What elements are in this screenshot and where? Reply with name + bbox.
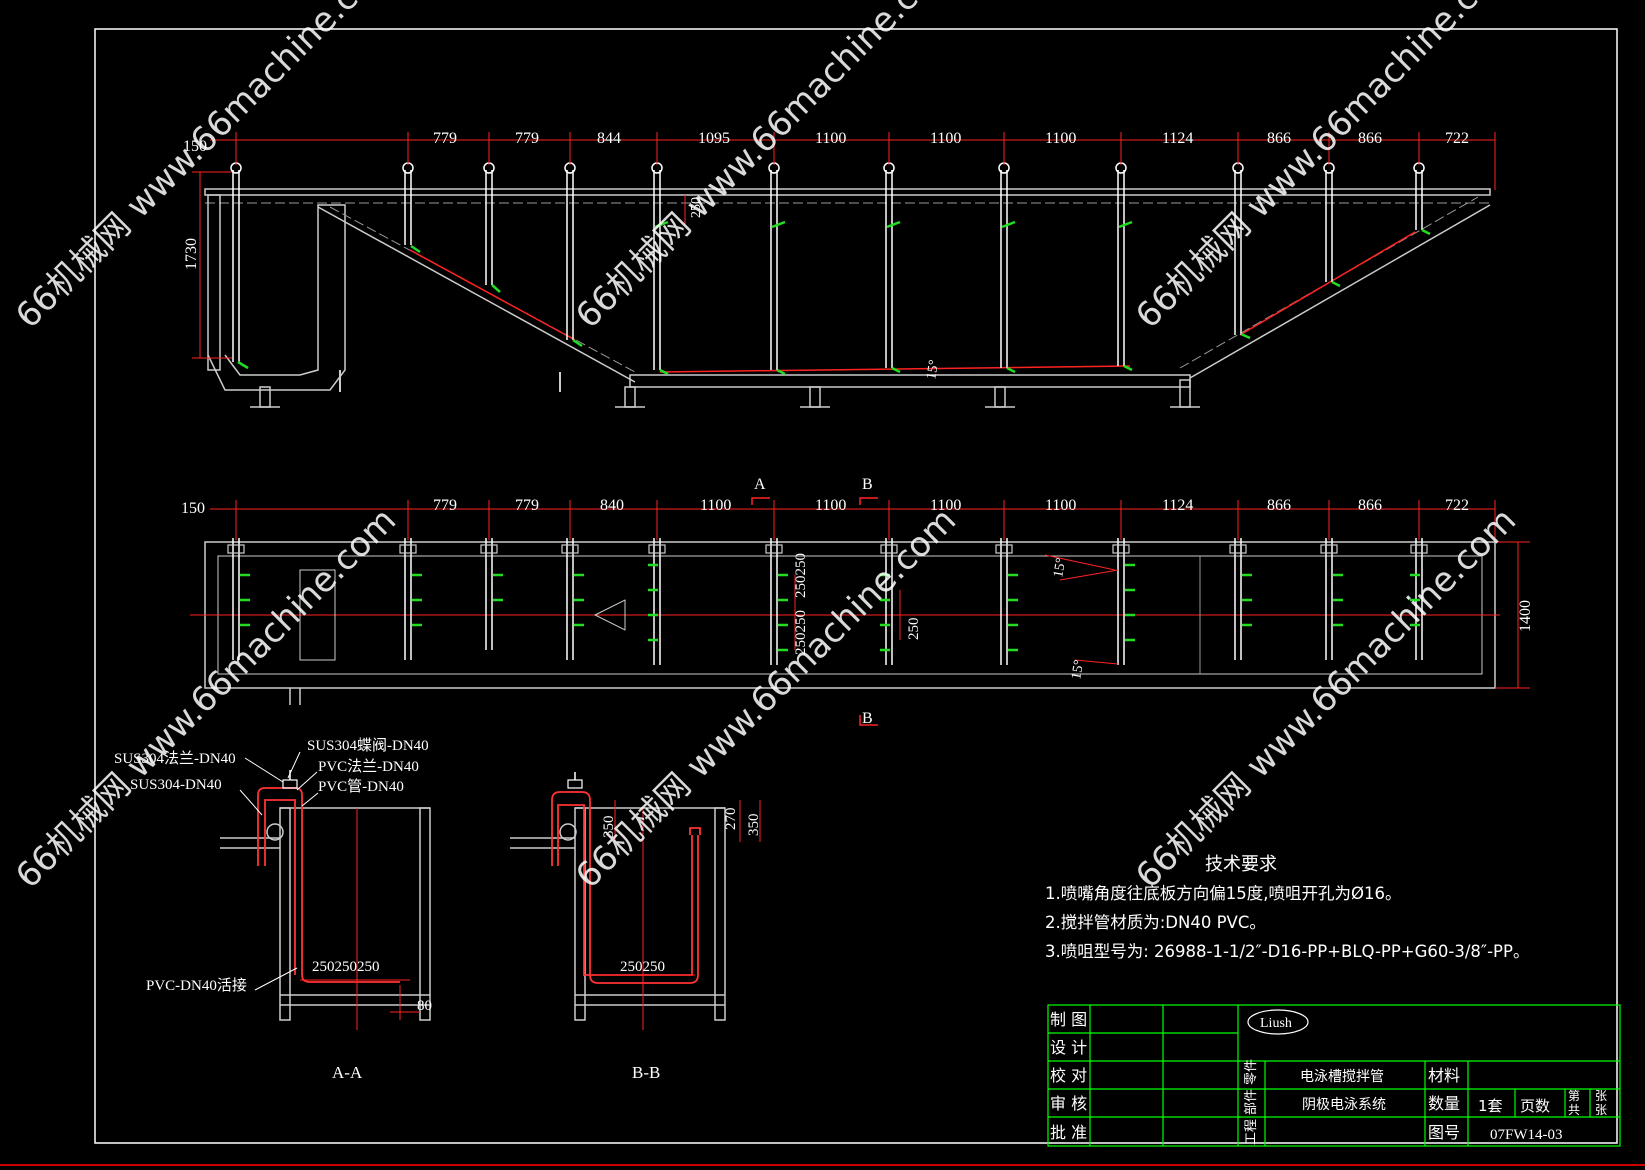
watermark-4: 66机械网 www.66machine.com <box>8 500 404 896</box>
plan-spacing-b: 250250 <box>793 553 809 598</box>
plan-dim-11: 866 <box>1358 497 1382 514</box>
plan-spacing-c: 250 <box>906 618 922 641</box>
side-dim-2: 779 <box>433 130 457 147</box>
side-dim-10: 866 <box>1267 130 1291 147</box>
sheet-unit: 张 <box>1595 1089 1607 1103</box>
row-review: 审 核 <box>1050 1094 1087 1113</box>
plan-width-dim: 1400 <box>1517 600 1534 632</box>
note-line-2: 2.搅拌管材质为:DN40 PVC。 <box>1045 913 1266 932</box>
side-dim-11: 866 <box>1358 130 1382 147</box>
side-dim-8: 1100 <box>1045 130 1076 147</box>
plan-dim-8: 1100 <box>1045 497 1076 514</box>
section-bb: 350 270 350 250250 B-B <box>510 772 762 1082</box>
plan-dim-12: 722 <box>1445 497 1469 514</box>
project-label: 工程 <box>1244 1119 1259 1145</box>
callout-sus304-flange: SUS304法兰-DN40 <box>114 750 236 767</box>
side-angle: 15° <box>924 359 942 381</box>
bb-dim-270: 270 <box>723 808 739 831</box>
plan-dim-2: 779 <box>433 497 457 514</box>
row-approve: 批 准 <box>1050 1123 1087 1142</box>
side-dim-5: 1095 <box>698 130 730 147</box>
side-view: 150 779 779 844 1095 1100 1100 1100 1124… <box>183 130 1496 408</box>
row-check: 校 对 <box>1050 1066 1087 1085</box>
side-nozzle-dim: 250 <box>689 197 704 218</box>
side-dim-12: 722 <box>1445 130 1469 147</box>
quantity-label: 数量 <box>1428 1094 1460 1113</box>
quantity-value: 1套 <box>1478 1097 1503 1115</box>
total-unit: 张 <box>1595 1103 1607 1117</box>
section-marker-b: B <box>862 476 873 493</box>
company-name: Liush <box>1260 1016 1292 1031</box>
side-dim-7: 1100 <box>930 130 961 147</box>
plan-dim-5: 1100 <box>700 497 731 514</box>
watermark-3: 66机械网 www.66machine.com <box>1128 0 1524 336</box>
pages-label: 页数 <box>1520 1097 1550 1115</box>
sheet-label: 第 <box>1568 1089 1580 1103</box>
plan-dim-7: 1100 <box>930 497 961 514</box>
aa-bottom-dim: 250250250 <box>312 959 380 975</box>
plan-dim-10: 866 <box>1267 497 1291 514</box>
side-dim-6: 1100 <box>815 130 846 147</box>
plan-view: 150 779 779 840 1100 1100 1100 1100 1124… <box>181 476 1534 727</box>
callout-sus304-pipe: SUS304-DN40 <box>130 777 222 793</box>
component-label: 部件 <box>1244 1089 1259 1115</box>
title-block-text: 制 图 设 计 校 对 审 核 批 准 Liush 零件 部件 工程 电泳槽搅拌… <box>1050 1010 1607 1145</box>
plan-angle-1: 15° <box>1051 557 1069 579</box>
aa-dim-80: 80 <box>417 998 432 1014</box>
side-height-dim: 1730 <box>183 238 200 270</box>
plan-dim-6: 1100 <box>815 497 846 514</box>
row-design: 设 计 <box>1050 1038 1087 1057</box>
section-marker-b-bottom: B <box>862 710 873 727</box>
plan-spacing-a: 250250 <box>793 610 809 655</box>
notes-title: 技术要求 <box>1205 854 1277 875</box>
drawing-no: 07FW14-03 <box>1490 1127 1563 1143</box>
bb-dim-350a: 350 <box>601 816 617 839</box>
section-aa: SUS304法兰-DN40 SUS304蝶阀-DN40 PVC法兰-DN40 S… <box>114 737 432 1082</box>
technical-notes: 技术要求 1.喷嘴角度往底板方向偏15度,喷咀开孔为Ø16。 2.搅拌管材质为:… <box>1045 854 1529 961</box>
watermark-2: 66机械网 www.66machine.com <box>568 0 964 336</box>
section-bb-label: B-B <box>632 1063 660 1082</box>
callout-pvc-union: PVC-DN40活接 <box>146 977 247 994</box>
part-label: 零件 <box>1244 1059 1259 1085</box>
callout-pvc-pipe: PVC管-DN40 <box>318 778 404 795</box>
row-draw: 制 图 <box>1050 1010 1087 1029</box>
watermark-5: 66机械网 www.66machine.com <box>568 500 964 896</box>
plan-dim-1: 150 <box>181 500 205 517</box>
plan-dim-4: 840 <box>600 497 624 514</box>
bb-bottom-dim: 250250 <box>620 959 665 975</box>
plan-dim-9: 1124 <box>1162 497 1193 514</box>
bb-dim-350b: 350 <box>746 814 762 837</box>
plan-dim-3: 779 <box>515 497 539 514</box>
drawing-frame <box>94 28 1618 1144</box>
title-block <box>1047 1004 1621 1147</box>
plan-angle-2: 15° <box>1069 659 1087 681</box>
part-name: 电泳槽搅拌管 <box>1300 1069 1384 1085</box>
material-label: 材料 <box>1428 1066 1460 1085</box>
note-line-1: 1.喷嘴角度往底板方向偏15度,喷咀开孔为Ø16。 <box>1045 884 1401 903</box>
section-marker-a: A <box>754 476 766 493</box>
callout-pvc-flange: PVC法兰-DN40 <box>318 758 419 775</box>
system-name: 阴极电泳系统 <box>1302 1097 1386 1113</box>
total-label: 共 <box>1568 1103 1580 1117</box>
callout-sus304-butterfly-valve: SUS304蝶阀-DN40 <box>307 737 429 754</box>
side-dim-1: 150 <box>183 138 207 155</box>
drawing-no-label: 图号 <box>1428 1123 1460 1142</box>
note-line-3: 3.喷咀型号为: 26988-1-1/2″-D16-PP+BLQ-PP+G60-… <box>1045 942 1529 961</box>
side-dim-4: 844 <box>597 130 621 147</box>
side-dim-3: 779 <box>515 130 539 147</box>
side-dim-9: 1124 <box>1162 130 1193 147</box>
section-aa-label: A-A <box>332 1063 363 1082</box>
